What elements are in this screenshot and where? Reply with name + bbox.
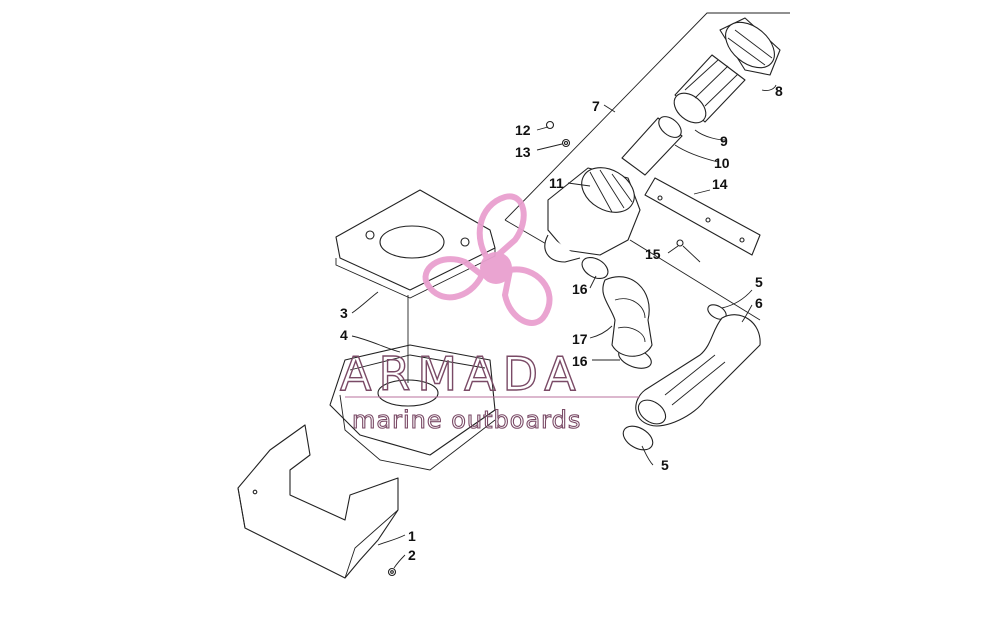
watermark-tagline: marine outboards	[352, 406, 581, 434]
small-clamp-part	[622, 304, 727, 451]
callout-8: 8	[775, 83, 783, 99]
callout-labels: 7 8 9 10 12 13 11 14 15 16 17 16 5 6 5 3…	[340, 83, 783, 563]
inner-tube-part	[621, 116, 683, 176]
callout-13: 13	[515, 144, 531, 160]
assembly-outline	[504, 12, 790, 321]
callout-11: 11	[549, 175, 564, 191]
mounting-bracket-part	[644, 177, 761, 256]
fastener-part	[387, 567, 397, 577]
callout-4: 4	[340, 327, 348, 343]
bolt-part	[545, 120, 571, 148]
watermark-brand: ARMADA	[340, 347, 583, 401]
callout-17: 17	[572, 331, 588, 347]
callout-5-upper: 5	[755, 274, 763, 290]
callout-6: 6	[755, 295, 763, 311]
leader-lines	[351, 84, 777, 569]
armada-logo-watermark	[422, 193, 553, 326]
air-filter-part	[673, 54, 746, 124]
intake-boot-part	[602, 276, 653, 357]
callout-16-lower: 16	[572, 353, 588, 369]
filter-cover-part	[719, 17, 781, 76]
cover-plate-part	[335, 189, 496, 299]
callout-1: 1	[408, 528, 416, 544]
callout-5-lower: 5	[661, 457, 669, 473]
callout-16-upper: 16	[572, 281, 588, 297]
callout-15: 15	[645, 246, 661, 262]
intake-duct-part	[635, 314, 761, 427]
callout-12: 12	[515, 122, 531, 138]
callout-3: 3	[340, 305, 348, 321]
mounting-panel-part	[237, 424, 399, 579]
callout-7: 7	[592, 98, 600, 114]
callout-2: 2	[408, 547, 416, 563]
air-box-housing-part	[544, 167, 641, 263]
callout-10: 10	[714, 155, 730, 171]
callout-14: 14	[712, 176, 728, 192]
callout-9: 9	[720, 133, 728, 149]
air-box-tray-part	[329, 295, 496, 471]
screw-part	[676, 239, 701, 263]
